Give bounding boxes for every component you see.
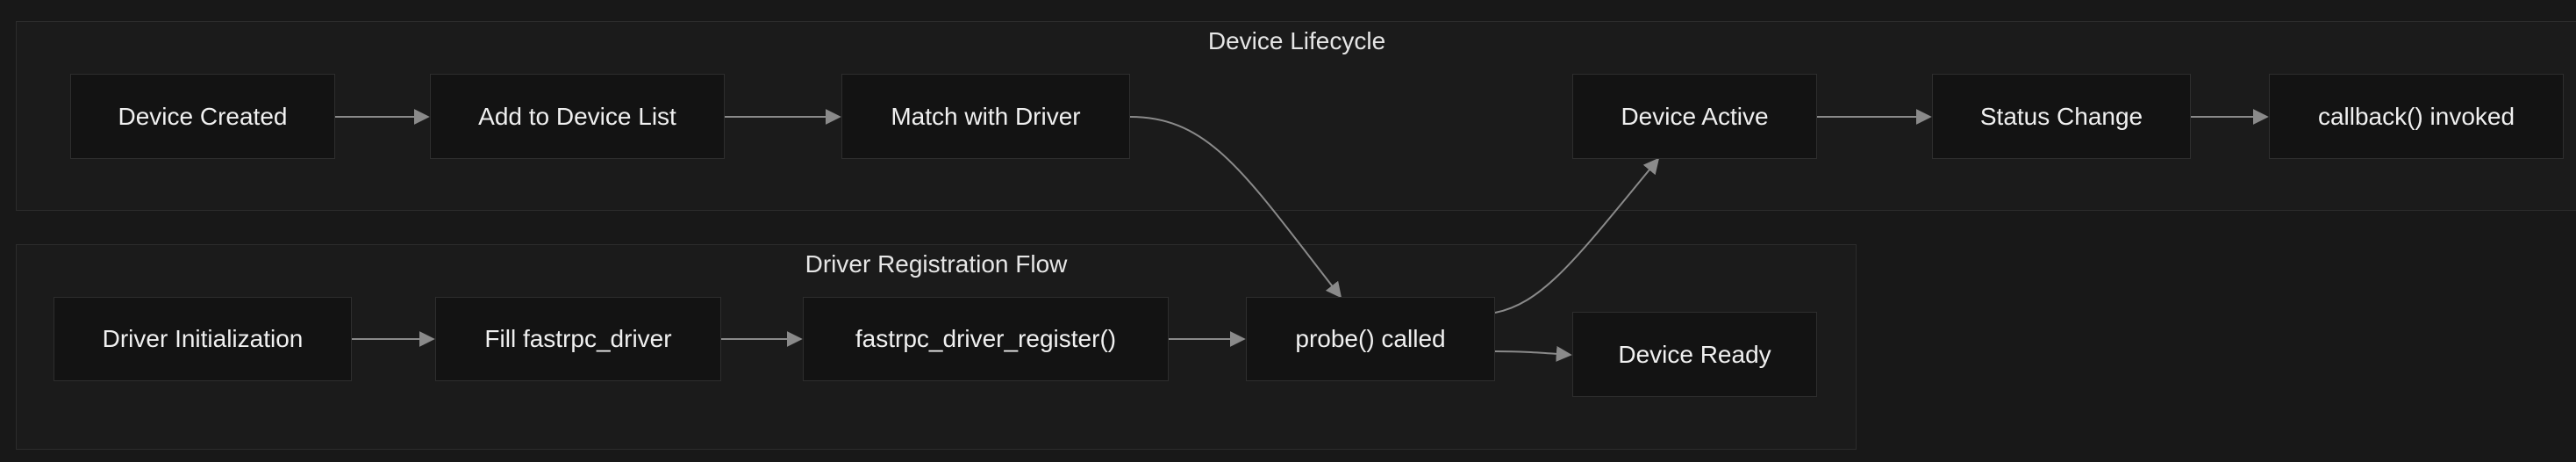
- node-fastrpc-driver-register: fastrpc_driver_register(): [803, 297, 1169, 381]
- node-probe-called: probe() called: [1246, 297, 1495, 381]
- group-title-device-lifecycle: Device Lifecycle: [1207, 27, 1386, 54]
- node-device-ready: Device Ready: [1572, 312, 1817, 397]
- node-device-created: Device Created: [70, 74, 335, 159]
- group-device-lifecycle: Device Lifecycle: [16, 21, 2576, 211]
- node-callback-invoked: callback() invoked: [2269, 74, 2564, 159]
- node-add-to-device-list: Add to Device List: [430, 74, 725, 159]
- node-device-active: Device Active: [1572, 74, 1817, 159]
- group-title-driver-registration-flow: Driver Registration Flow: [805, 250, 1068, 278]
- node-driver-initialization: Driver Initialization: [54, 297, 352, 381]
- node-status-change: Status Change: [1932, 74, 2191, 159]
- node-fill-fastrpc-driver: Fill fastrpc_driver: [435, 297, 721, 381]
- node-match-with-driver: Match with Driver: [841, 74, 1130, 159]
